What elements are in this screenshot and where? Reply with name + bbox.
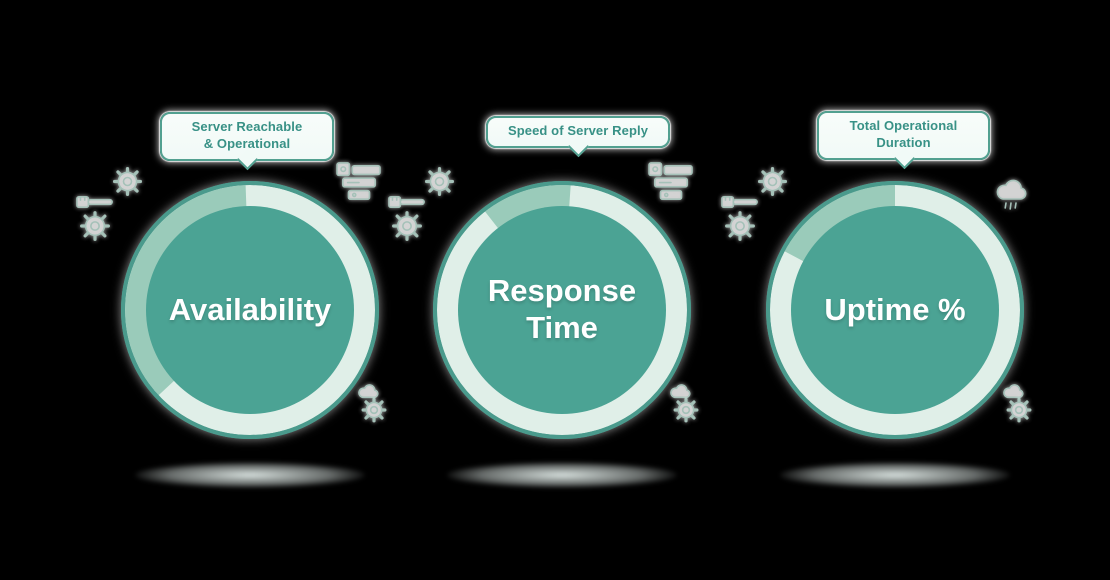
availability-donut [121, 181, 379, 439]
panel-uptime: Uptime % [705, 140, 1085, 500]
callout-text: Duration [876, 134, 931, 150]
gear-icon [757, 166, 788, 197]
ring-border [121, 181, 379, 439]
gear-icon [1006, 397, 1032, 423]
server-icon [336, 162, 382, 204]
panel-response-time: Response Time [372, 140, 752, 500]
ground-shadow [135, 462, 365, 488]
cloud-rain-icon [993, 176, 1029, 214]
callout-text: Total Operational [849, 118, 958, 133]
ring-border [766, 181, 1024, 439]
ring-border [433, 181, 691, 439]
gear-icon [79, 210, 111, 242]
callout-availability: Server Reachable & Operational [160, 112, 334, 170]
inner-circle [791, 206, 999, 414]
callout-response-time: Speed of Server Reply [486, 116, 670, 157]
callout-text: Server Reachable [191, 119, 303, 134]
gear-icon [112, 166, 143, 197]
wrench-icon [76, 195, 114, 209]
cloud-icon [1001, 384, 1025, 400]
gear-icon [424, 166, 455, 197]
cloud-icon [356, 384, 380, 400]
gear-icon [724, 210, 756, 242]
response-time-donut [433, 181, 691, 439]
gear-icon [673, 397, 699, 423]
ground-shadow [447, 462, 677, 488]
inner-circle [458, 206, 666, 414]
cloud-icon [668, 384, 692, 400]
wrench-icon [721, 195, 759, 209]
callout-text: Speed of Server Reply [507, 123, 649, 138]
gear-icon [391, 210, 423, 242]
callout-text: & Operational [203, 135, 291, 151]
gear-icon [361, 397, 387, 423]
wrench-icon [388, 195, 426, 209]
uptime-donut [766, 181, 1024, 439]
ground-shadow [780, 462, 1010, 488]
callout-uptime: Total Operational Duration [817, 111, 990, 169]
server-icon [648, 162, 694, 204]
inner-circle [146, 206, 354, 414]
